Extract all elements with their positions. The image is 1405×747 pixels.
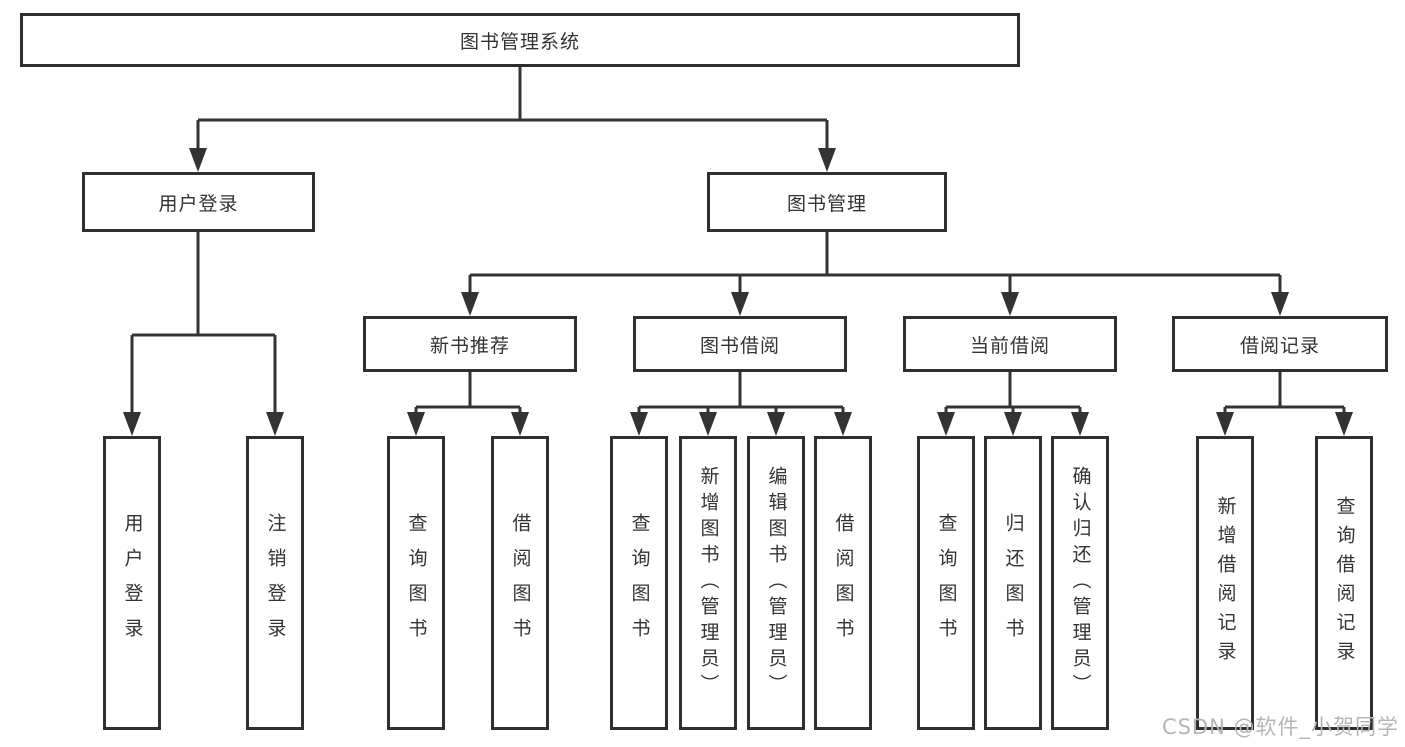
- leaf-query-books-borrow: 查询图书: [610, 436, 668, 730]
- node-label: 注销登录: [264, 513, 287, 653]
- node-label: 图书管理系统: [459, 30, 580, 53]
- leaf-query-borrow-record: 查询借阅记录: [1315, 436, 1373, 730]
- node-label: 查询图书: [628, 513, 651, 653]
- node-label: 编辑图书（管理员）: [765, 466, 788, 700]
- node-label: 新增图书（管理员）: [697, 466, 720, 700]
- node-label: 用户登录: [121, 513, 144, 653]
- node-borrow-records: 借阅记录: [1172, 316, 1388, 372]
- node-label: 归还图书: [1002, 513, 1025, 653]
- node-book-borrow: 图书借阅: [633, 316, 847, 372]
- leaf-query-books-current: 查询图书: [917, 436, 975, 730]
- leaf-borrow-books-recommend: 借阅图书: [491, 436, 549, 730]
- node-label: 确认归还（管理员）: [1069, 466, 1092, 700]
- node-label: 查询图书: [935, 513, 958, 653]
- leaf-add-borrow-record: 新增借阅记录: [1196, 436, 1254, 730]
- node-label: 借阅图书: [509, 513, 532, 653]
- node-label: 新书推荐: [429, 334, 510, 357]
- node-label: 借阅图书: [832, 513, 855, 653]
- node-label: 图书管理: [786, 192, 867, 215]
- node-label: 新增借阅记录: [1214, 496, 1237, 670]
- node-book-management: 图书管理: [707, 172, 947, 232]
- node-label: 查询图书: [405, 513, 428, 653]
- leaf-add-book-admin: 新增图书（管理员）: [679, 436, 737, 730]
- node-current-borrow: 当前借阅: [903, 316, 1117, 372]
- node-label: 当前借阅: [969, 334, 1050, 357]
- leaf-edit-book-admin: 编辑图书（管理员）: [747, 436, 805, 730]
- node-label: 查询借阅记录: [1333, 496, 1356, 670]
- leaf-confirm-return-admin: 确认归还（管理员）: [1051, 436, 1109, 730]
- leaf-return-book: 归还图书: [984, 436, 1042, 730]
- node-library-management-system: 图书管理系统: [20, 13, 1020, 67]
- node-user-login: 用户登录: [82, 172, 315, 232]
- leaf-query-books-recommend: 查询图书: [387, 436, 445, 730]
- csdn-watermark: CSDN @软件_小贺同学: [1161, 715, 1399, 739]
- node-label: 图书借阅: [699, 334, 780, 357]
- leaf-borrow-books-borrow: 借阅图书: [814, 436, 872, 730]
- node-label: 用户登录: [158, 192, 239, 215]
- leaf-logout: 注销登录: [246, 436, 304, 730]
- node-label: 借阅记录: [1239, 334, 1320, 357]
- node-new-book-recommend: 新书推荐: [363, 316, 577, 372]
- arrowhead-icons: [123, 148, 1353, 436]
- leaf-user-login: 用户登录: [103, 436, 161, 730]
